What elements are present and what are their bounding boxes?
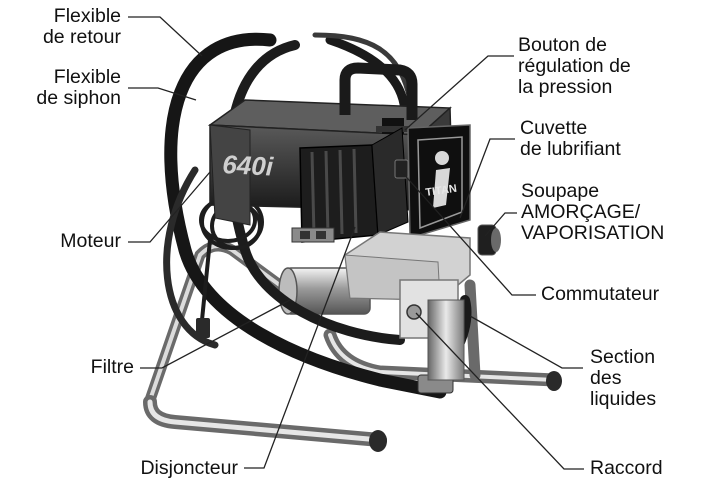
leader-fitting xyxy=(415,312,584,470)
label-filter: Filtre xyxy=(90,356,134,378)
leader-circuit-breaker xyxy=(244,226,356,469)
leader-fluid-section xyxy=(469,315,583,369)
label-prime-valve: Soupape AMORÇAGE/ VAPORISATION xyxy=(521,180,665,244)
label-lubricant-cup: Cuvette de lubrifiant xyxy=(520,117,621,160)
leader-prime-valve xyxy=(484,212,517,237)
label-siphon-hose: Flexible de siphon xyxy=(36,66,121,109)
fluid-section xyxy=(344,231,471,381)
label-return-hose: Flexible de retour xyxy=(42,5,121,48)
leader-return-hose xyxy=(128,16,203,57)
label-fitting: Raccord xyxy=(590,457,663,479)
label-switch: Commutateur xyxy=(541,283,660,305)
leg-end-cap-front xyxy=(369,430,387,452)
leader-motor xyxy=(128,171,211,243)
circuit-breaker xyxy=(291,227,335,243)
carry-handle xyxy=(339,62,418,120)
leader-filter xyxy=(140,299,291,369)
leader-switch xyxy=(399,169,536,296)
leader-lubricant-cup xyxy=(459,138,515,219)
brand-badge: TITAN xyxy=(425,183,458,199)
label-circuit-breaker: Disjoncteur xyxy=(140,457,238,479)
label-motor: Moteur xyxy=(60,230,121,252)
prime-valve-knob xyxy=(477,224,501,256)
label-pressure-knob: Bouton de régulation de la pression xyxy=(518,34,631,98)
switch-toggle xyxy=(394,159,409,179)
front-cover xyxy=(299,127,409,243)
side-panel xyxy=(407,124,471,240)
plug xyxy=(196,318,210,338)
leader-siphon-hose xyxy=(128,87,197,101)
leader-pressure-knob xyxy=(404,55,514,131)
leader-lines xyxy=(128,16,584,470)
model-badge: 640i xyxy=(222,149,275,182)
label-fluid-section: Section des liquides xyxy=(590,346,657,410)
leg-end-cap-back xyxy=(546,371,562,391)
